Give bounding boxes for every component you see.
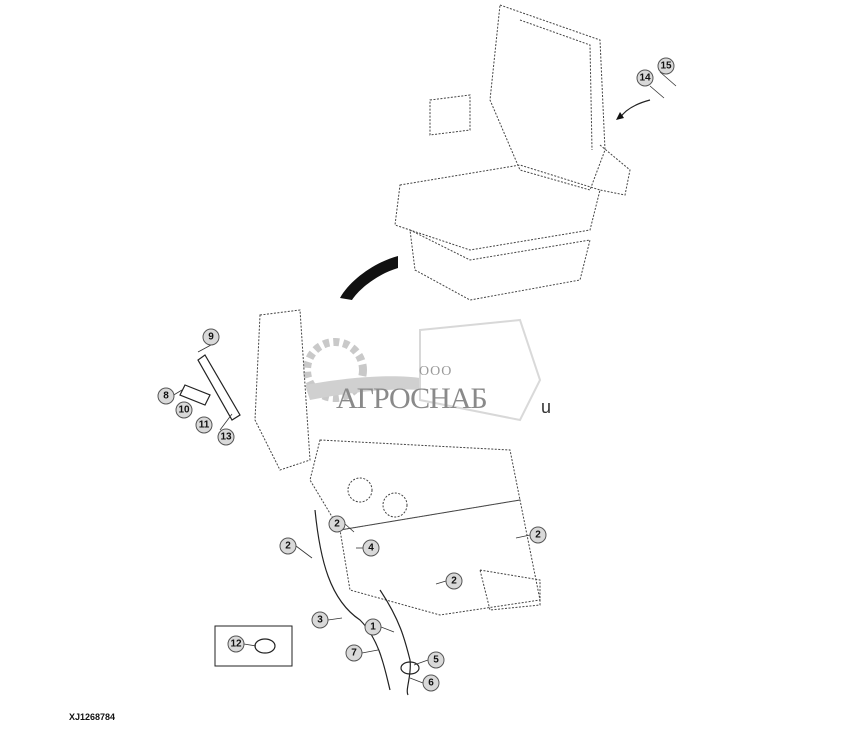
svg-text:2: 2	[334, 519, 340, 530]
callout-1: 1	[364, 618, 382, 636]
callout-5: 5	[427, 651, 445, 669]
callout-10: 10	[175, 401, 193, 419]
callout-8: 8	[157, 387, 175, 405]
watermark-logo	[303, 318, 542, 422]
svg-text:2: 2	[285, 541, 291, 552]
watermark-name: АГРОСНАБ	[336, 382, 488, 415]
seat-assembly-lower	[254, 309, 541, 616]
cable	[379, 589, 411, 696]
svg-text:15: 15	[660, 61, 672, 72]
callout-15: 15	[657, 57, 675, 75]
svg-text:13: 13	[220, 432, 232, 443]
callout-14: 14	[636, 69, 654, 87]
callout-2: 2	[529, 526, 547, 544]
callout-11: 11	[195, 416, 213, 434]
figure-id: XJ1268784	[69, 712, 116, 722]
watermark-prefix: ООО	[419, 364, 453, 379]
svg-text:4: 4	[368, 543, 374, 554]
svg-text:12: 12	[230, 639, 242, 650]
spacer-part	[179, 384, 211, 406]
callout-13: 13	[217, 428, 235, 446]
inset-box	[214, 625, 293, 667]
svg-text:6: 6	[428, 678, 434, 689]
svg-text:11: 11	[199, 420, 210, 431]
svg-text:8: 8	[163, 391, 169, 402]
callout-2: 2	[445, 572, 463, 590]
bracket-part	[197, 354, 241, 421]
transition-arrow	[340, 256, 398, 300]
callout-7: 7	[345, 644, 363, 662]
callout-6: 6	[422, 674, 440, 692]
svg-text:2: 2	[451, 576, 457, 587]
grommet-part	[400, 661, 420, 675]
svg-text:10: 10	[178, 405, 190, 416]
svg-text:7: 7	[351, 648, 357, 659]
cable	[314, 509, 391, 691]
svg-text:5: 5	[433, 655, 439, 666]
callout-9: 9	[202, 328, 220, 346]
callout-12: 12	[227, 635, 245, 653]
callout-2: 2	[279, 537, 297, 555]
watermark-suffix: u	[541, 397, 552, 417]
callout-4: 4	[362, 539, 380, 557]
arrow-to-seat	[619, 99, 651, 119]
callout-3: 3	[311, 611, 329, 629]
svg-text:14: 14	[639, 73, 651, 84]
svg-text:1: 1	[370, 622, 376, 633]
svg-text:3: 3	[317, 615, 323, 626]
seat-assembly-upper	[394, 4, 631, 301]
svg-text:2: 2	[535, 530, 541, 541]
callout-2: 2	[328, 515, 346, 533]
svg-text:9: 9	[208, 332, 214, 343]
